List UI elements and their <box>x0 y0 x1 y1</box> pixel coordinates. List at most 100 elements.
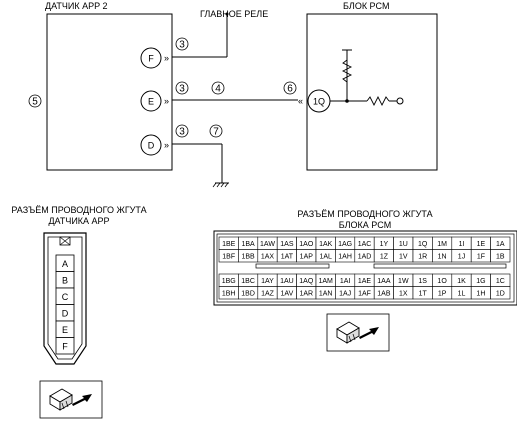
pcm-connector-pin-label: 1BB <box>241 253 255 260</box>
pcm-connector-pin-label: 1W <box>398 278 409 285</box>
pcm-box <box>306 13 438 171</box>
pcm-pin-1q-label: 1Q <box>313 97 325 107</box>
callout-3-f <box>175 37 189 51</box>
pcm-connector-pin-label: 1Y <box>380 241 389 248</box>
pcm-connector-pin-label: 1A <box>496 241 505 248</box>
pcm-connector-pin-label: 1AM <box>318 278 333 285</box>
pcm-connector-pin-label: 1AX <box>261 253 275 260</box>
pcm-connector-pin-label: 1AG <box>338 241 352 248</box>
pcm-connector-pin-label: 1AI <box>340 278 351 285</box>
pcm-key-slot-left <box>255 263 330 269</box>
callout-6 <box>283 81 297 95</box>
pcm-connector-pin-label: 1AH <box>338 253 352 260</box>
callout-4-text: 4 <box>215 84 221 95</box>
pcm-connector-pin-label: 1BC <box>241 278 255 285</box>
pcm-connector-pin-label: 1AR <box>299 290 313 297</box>
pcm-connector-pin-label: 1D <box>496 290 505 297</box>
pcm-connector-pin-label: 1P <box>438 290 447 297</box>
pcm-connector-pin-label: 1BA <box>241 241 255 248</box>
pcm-connector-chevron: « <box>298 96 303 106</box>
pcm-connector-pin-label: 1BD <box>241 290 255 297</box>
sensor-connector-pin-label: F <box>62 341 68 351</box>
ground-icon <box>212 182 229 188</box>
pcm-connector-pin-label: 1V <box>399 253 408 260</box>
pcm-connector-pin-label: 1Q <box>418 241 428 248</box>
sensor-connector-pin-label: C <box>62 292 69 302</box>
pcm-connector-pin-label: 1F <box>477 253 485 260</box>
pcm-connector-pin-label: 1M <box>437 241 447 248</box>
pcm-connector-pin-label: 1I <box>459 241 465 248</box>
callout-3-e <box>175 81 189 95</box>
sensor-pin-f <box>140 47 162 69</box>
pcm-connector-pin-label: 1AZ <box>261 290 275 297</box>
pcm-connector-pin-label: 1AQ <box>299 278 314 285</box>
pcm-connector-title-1: РАЗЪЁМ ПРОВОДНОГО ЖГУТА <box>297 209 432 219</box>
pcm-connector-pin-label: 1AW <box>260 241 275 248</box>
callout-3-d <box>175 124 189 138</box>
callout-4 <box>211 81 225 95</box>
pcm-connector-pin-label: 1J <box>458 253 465 260</box>
pcm-connector-title-2: БЛОКА PCM <box>339 220 392 230</box>
pcm-connector-pin-label: 1N <box>438 253 447 260</box>
relay-node <box>225 12 229 16</box>
pcm-title: БЛОК PCM <box>343 1 390 11</box>
pcm-connector-pin-label: 1BF <box>222 253 235 260</box>
pcm-connector-pin-label: 1AE <box>358 278 372 285</box>
pcm-connector-pin-label: 1U <box>399 241 408 248</box>
pcm-connector-cell <box>490 286 511 300</box>
pcm-connector-pin-label: 1L <box>458 290 466 297</box>
pcm-connector-pin-label: 1BG <box>222 278 236 285</box>
pcm-connector-pin-label: 1R <box>418 253 427 260</box>
pcm-key-slot-right <box>373 263 507 269</box>
sensor-connector-title-1: РАЗЪЁМ ПРОВОДНОГО ЖГУТА <box>11 205 146 215</box>
pcm-connector-pin-label: 1AB <box>377 290 391 297</box>
callout-6-text: 6 <box>287 84 293 95</box>
pcm-connector-pin-label: 1S <box>418 278 427 285</box>
pcm-connector-pin-label: 1AA <box>377 278 391 285</box>
pcm-connector-pin-label: 1AK <box>319 241 333 248</box>
pcm-connector-pin-label: 1AY <box>261 278 274 285</box>
callout-5-text: 5 <box>32 97 38 108</box>
pcm-connector-pin-label: 1G <box>476 278 485 285</box>
pcm-connector-pin-label: 1T <box>419 290 428 297</box>
pcm-connector-pin-label: 1C <box>496 278 505 285</box>
pcm-connector-pin-label: 1AN <box>319 290 333 297</box>
sensor-connector-pin-label: B <box>62 275 68 285</box>
sensor-title: ДАТЧИК APP 2 <box>45 1 107 11</box>
callout-7 <box>209 124 223 138</box>
sensor-connector-pin-label: D <box>62 308 69 318</box>
relay-label: ГЛАВНОЕ РЕЛЕ <box>200 9 268 19</box>
sensor-connector-pin-label: E <box>62 325 68 335</box>
pcm-connector-pin-label: 1BH <box>222 290 236 297</box>
pcm-connector-pin-label: 1AC <box>358 241 372 248</box>
sensor-box <box>46 13 173 171</box>
pcm-connector-pin-label: 1AS <box>280 241 294 248</box>
sensor-pin-d-label: D <box>148 141 155 151</box>
pcm-connector-inner <box>216 233 515 303</box>
pcm-connector-pin-label: 1K <box>457 278 466 285</box>
pcm-resistor-horizontal <box>366 95 390 107</box>
pcm-connector-pin-label: 1E <box>477 241 486 248</box>
pcm-connector-pin-label: 1AU <box>280 278 294 285</box>
connector-chevron-e: » <box>164 96 169 106</box>
pcm-connector-pin-label: 1AD <box>358 253 372 260</box>
callout-7-text: 7 <box>213 127 219 138</box>
pcm-connector-pin-label: 1AL <box>319 253 332 260</box>
pcm-connector-pin-label: 1AO <box>299 241 314 248</box>
pcm-connector-pin-label: 1AV <box>281 290 294 297</box>
pcm-connector-pin-label: 1B <box>496 253 505 260</box>
pcm-resistor-vertical <box>341 59 353 83</box>
pcm-connector-pin-label: 1AT <box>281 253 294 260</box>
pcm-connector-pin-label: 1Z <box>380 253 389 260</box>
pcm-connector-pin-label: 1AJ <box>339 290 351 297</box>
pcm-connector-pins: 1BE 1BA 1AW 1AS 1AO 1AK 1AG 1AC 1Y 1U 1Q 1M 1I 1E 1A 1B… <box>218 236 511 300</box>
pcm-connector-pin-label: 1BE <box>222 241 236 248</box>
callout-3-e-text: 3 <box>179 84 185 95</box>
sensor-connector-title-2: ДАТЧИКА APP <box>48 216 109 226</box>
connector-chevron-f: » <box>164 53 169 63</box>
pcm-connector-pin-label: 1X <box>399 290 408 297</box>
probe-icon <box>326 313 390 352</box>
pcm-connector-pin-label: 1O <box>437 278 447 285</box>
pcm-connector-cell <box>490 249 511 263</box>
